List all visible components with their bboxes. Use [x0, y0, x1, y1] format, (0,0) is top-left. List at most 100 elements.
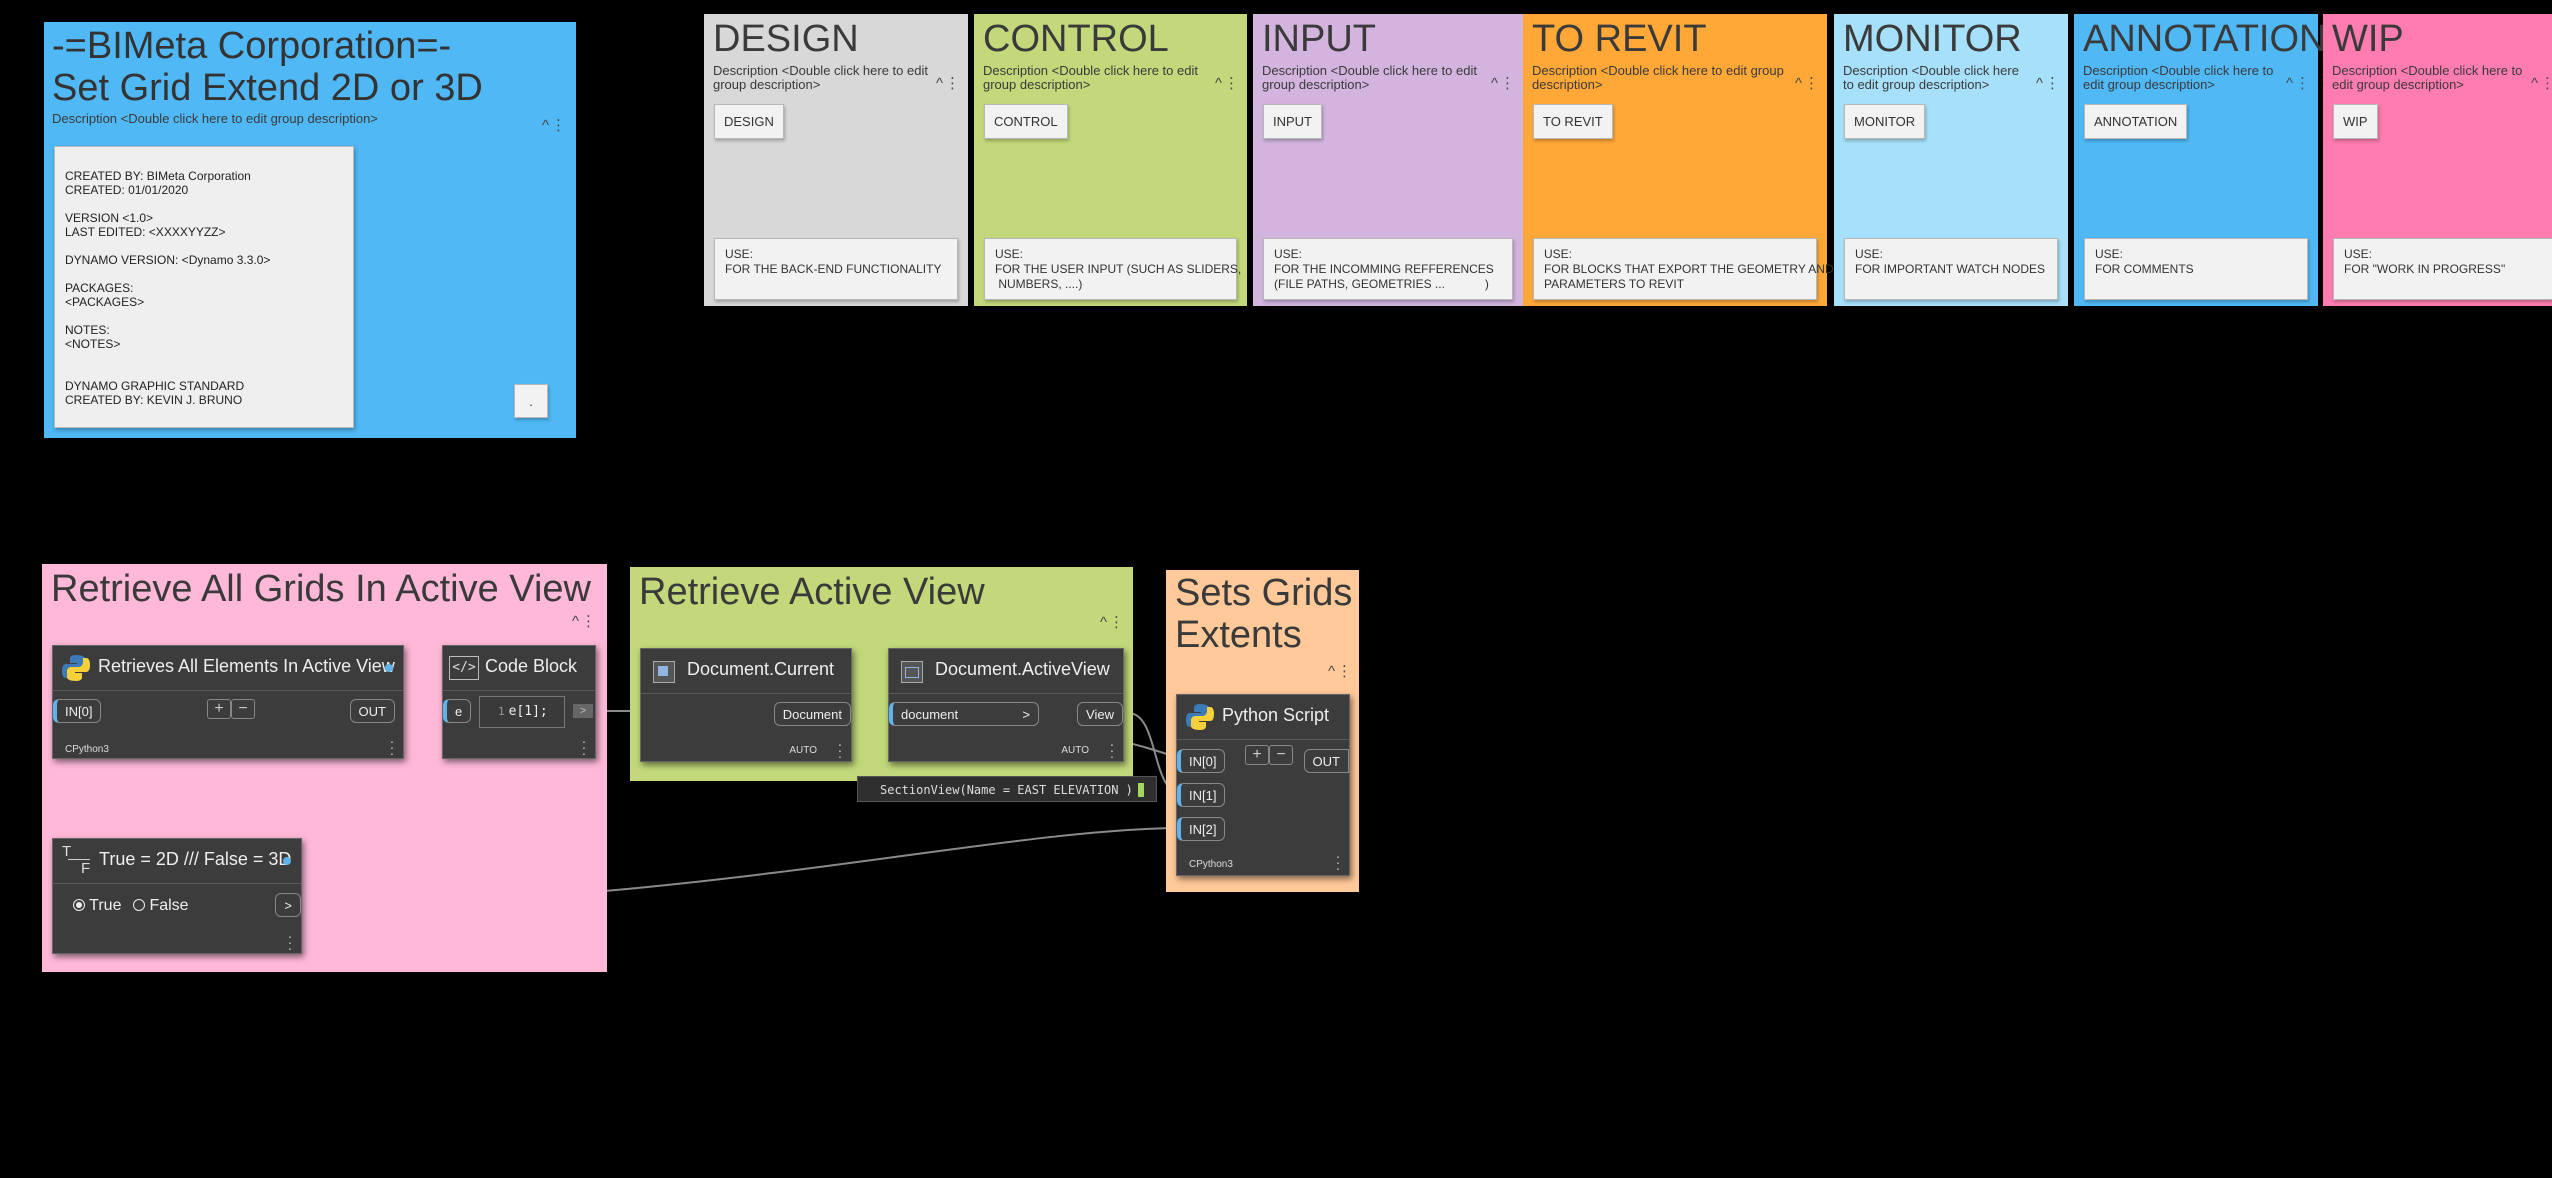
- lacing-label[interactable]: AUTO: [789, 745, 817, 756]
- legend-chip[interactable]: MONITOR: [1844, 104, 1926, 139]
- output-port-view[interactable]: View: [1077, 702, 1123, 726]
- collapse-chevron-icon[interactable]: ^⋮: [2531, 75, 2552, 92]
- small-note[interactable]: .: [514, 384, 548, 418]
- legend-group-title: MONITOR: [1843, 18, 2022, 60]
- legend-use-note[interactable]: USE: FOR COMMENTS: [2084, 238, 2308, 300]
- legend-group-3[interactable]: INPUT Description <Double click here to …: [1253, 14, 1523, 306]
- collapse-chevron-icon[interactable]: ^⋮: [1795, 75, 1822, 92]
- legend-chip[interactable]: WIP: [2333, 104, 2378, 139]
- node-header[interactable]: T F True = 2D /// False = 3D: [53, 839, 301, 884]
- remove-input-button[interactable]: −: [231, 699, 255, 719]
- collapse-chevron-icon[interactable]: ^⋮: [542, 117, 569, 134]
- legend-use-note[interactable]: USE: FOR THE USER INPUT (SUCH AS SLIDERS…: [984, 238, 1241, 300]
- node-python-script[interactable]: Python Script IN[0] IN[1] IN[2] + − OUT …: [1176, 694, 1350, 876]
- node-menu-icon[interactable]: ···: [389, 733, 395, 761]
- output-port[interactable]: >: [275, 893, 301, 917]
- legend-group-title: TO REVIT: [1532, 18, 1707, 60]
- radio-true-label: True: [89, 897, 122, 914]
- legend-group-4[interactable]: TO REVIT Description <Double click here …: [1523, 14, 1834, 306]
- legend-use-note[interactable]: USE: FOR IMPORTANT WATCH NODES: [1844, 238, 2058, 300]
- input-port-document[interactable]: document >: [889, 702, 1039, 726]
- input-port-in0[interactable]: IN[0]: [1177, 749, 1226, 773]
- legend-chip[interactable]: ANNOTATION: [2084, 104, 2188, 139]
- legend-chip[interactable]: INPUT: [1263, 104, 1322, 139]
- output-port-out[interactable]: OUT: [1303, 749, 1349, 773]
- info-line: LAST EDITED: <XXXXYYZZ>: [65, 225, 226, 239]
- collapse-chevron-icon[interactable]: ^⋮: [2286, 75, 2313, 92]
- header-group[interactable]: -=BIMeta Corporation=- Set Grid Extend 2…: [44, 22, 576, 438]
- legend-group-title: CONTROL: [983, 18, 1169, 60]
- legend-use-note[interactable]: USE: FOR BLOCKS THAT EXPORT THE GEOMETRY…: [1533, 238, 1834, 300]
- view-icon: [901, 661, 923, 683]
- input-label: document: [901, 707, 959, 722]
- add-input-button[interactable]: +: [1245, 745, 1269, 765]
- legend-chip[interactable]: DESIGN: [714, 104, 784, 139]
- legend-group-6[interactable]: ANNOTATION Description <Double click her…: [2074, 14, 2326, 306]
- add-input-button[interactable]: +: [207, 699, 231, 719]
- info-line: <NOTES>: [65, 337, 121, 351]
- collapse-chevron-icon[interactable]: ^⋮: [936, 75, 963, 92]
- input-port-in1[interactable]: IN[1]: [1177, 783, 1226, 807]
- output-port[interactable]: >: [573, 704, 593, 718]
- input-port-e[interactable]: e: [443, 699, 472, 723]
- input-port-in2[interactable]: IN[2]: [1177, 817, 1226, 841]
- collapse-chevron-icon[interactable]: ^⋮: [1215, 75, 1242, 92]
- node-menu-icon[interactable]: ···: [837, 736, 843, 764]
- legend-group-1[interactable]: DESIGN Description <Double click here to…: [704, 14, 968, 306]
- preview-bubble[interactable]: SectionView(Name = EAST ELEVATION ): [857, 776, 1157, 802]
- node-menu-icon[interactable]: ···: [1335, 848, 1341, 876]
- legend-group-description[interactable]: Description <Double click here to edit g…: [2083, 63, 2274, 92]
- node-document-current[interactable]: Document.Current Document AUTO ···: [640, 648, 852, 764]
- legend-chip[interactable]: TO REVIT: [1533, 104, 1613, 139]
- legend-use-note[interactable]: USE: FOR THE INCOMMING REFFERENCES (FILE…: [1263, 238, 1513, 300]
- pin-icon[interactable]: [1138, 783, 1144, 797]
- node-menu-icon[interactable]: ···: [581, 733, 587, 761]
- legend-group-title: DESIGN: [713, 18, 859, 60]
- legend-use-note[interactable]: USE: FOR THE BACK-END FUNCTIONALITY: [714, 238, 958, 300]
- legend-group-description[interactable]: Description <Double click here to edit g…: [1262, 63, 1477, 92]
- lacing-label[interactable]: AUTO: [1061, 745, 1089, 756]
- remove-input-button[interactable]: −: [1269, 745, 1293, 765]
- info-line: DYNAMO VERSION: <Dynamo 3.3.0>: [65, 253, 271, 267]
- legend-group-description[interactable]: Description <Double click here to edit g…: [1532, 63, 1784, 92]
- legend-group-description[interactable]: Description <Double click here to edit g…: [713, 63, 928, 92]
- radio-false[interactable]: False: [133, 897, 189, 915]
- node-menu-icon[interactable]: ···: [1109, 736, 1115, 764]
- radio-true[interactable]: True: [73, 897, 121, 915]
- collapse-chevron-icon[interactable]: ^⋮: [572, 613, 599, 630]
- legend-use-note[interactable]: USE: FOR "WORK IN PROGRESS": [2333, 238, 2552, 300]
- engine-badge: CPython3: [65, 744, 109, 755]
- icon-letter-t: T: [62, 843, 72, 860]
- node-header[interactable]: </> Code Block: [443, 646, 595, 691]
- legend-group-description[interactable]: Description <Double click here to edit g…: [2332, 63, 2523, 92]
- code-block-icon: </>: [449, 656, 479, 680]
- legend-group-2[interactable]: CONTROL Description <Double click here t…: [974, 14, 1247, 306]
- info-line: CREATED BY: KEVIN J. BRUNO: [65, 393, 243, 407]
- output-port-document[interactable]: Document: [773, 702, 851, 726]
- group-title: Retrieve Active View: [639, 571, 985, 613]
- node-menu-icon[interactable]: ···: [287, 928, 293, 956]
- node-header[interactable]: Document.Current: [641, 649, 851, 694]
- legend-group-7[interactable]: WIP Description <Double click here to ed…: [2323, 14, 2552, 306]
- legend-group-5[interactable]: MONITOR Description <Double click here t…: [1834, 14, 2068, 306]
- legend-group-description[interactable]: Description <Double click here to edit g…: [983, 63, 1198, 92]
- legend-chip[interactable]: CONTROL: [984, 104, 1068, 139]
- header-description[interactable]: Description <Double click here to edit g…: [52, 111, 378, 126]
- legend-group-title: ANNOTATION: [2083, 18, 2327, 60]
- input-port-in0[interactable]: IN[0]: [53, 699, 102, 723]
- collapse-chevron-icon[interactable]: ^⋮: [1100, 614, 1127, 631]
- node-header[interactable]: Python Script: [1177, 695, 1349, 740]
- collapse-chevron-icon[interactable]: ^⋮: [1328, 663, 1355, 680]
- node-document-activeview[interactable]: Document.ActiveView document > View AUTO…: [888, 648, 1124, 764]
- output-port-out[interactable]: OUT: [349, 699, 395, 723]
- node-boolean[interactable]: T F True = 2D /// False = 3D True False …: [52, 838, 302, 956]
- legend-group-description[interactable]: Description <Double click here to edit g…: [1843, 63, 2019, 92]
- collapse-chevron-icon[interactable]: ^⋮: [1491, 75, 1518, 92]
- node-retrieve-elements[interactable]: Retrieves All Elements In Active View IN…: [52, 645, 404, 761]
- node-header[interactable]: Document.ActiveView: [889, 649, 1123, 694]
- node-header[interactable]: Retrieves All Elements In Active View: [53, 646, 403, 691]
- collapse-chevron-icon[interactable]: ^⋮: [2036, 75, 2063, 92]
